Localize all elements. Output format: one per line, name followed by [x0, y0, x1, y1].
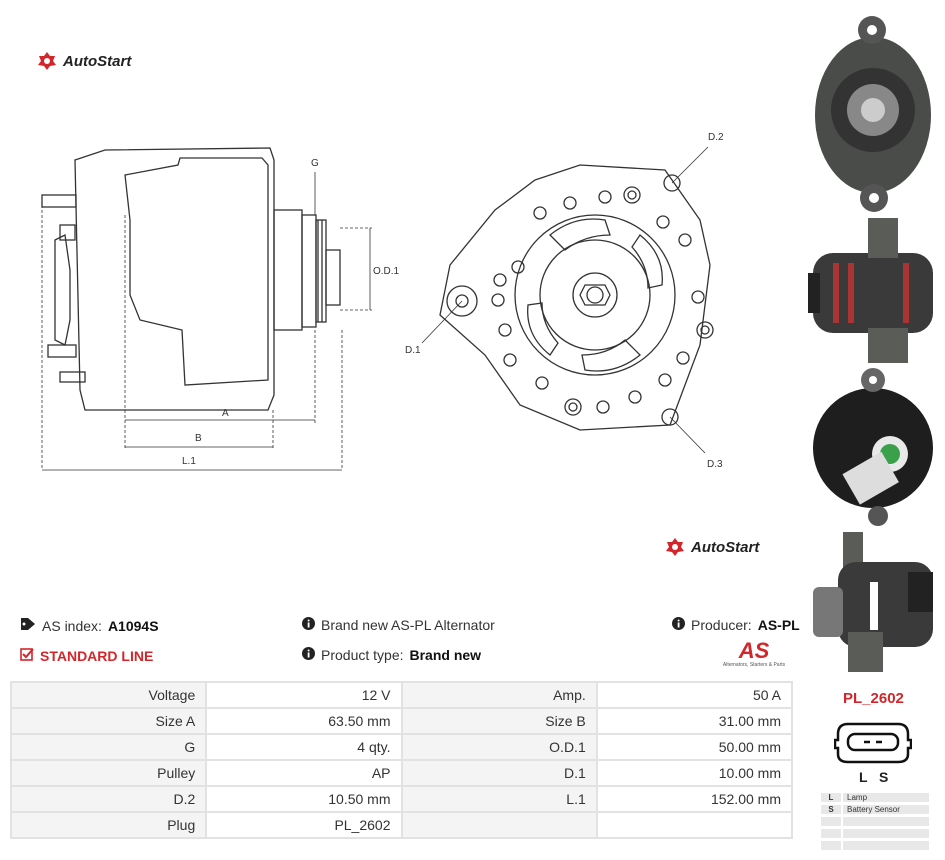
side-view-drawing: G O.D.1 A B L.1 — [41, 147, 400, 471]
product-photo-side — [808, 218, 938, 363]
producer: Producer: AS-PL — [672, 617, 800, 633]
as-pl-logo: AS Alternators, Starters & Parts — [716, 638, 792, 669]
product-photo-front — [812, 10, 934, 215]
label-g: G — [311, 158, 319, 169]
autostart-logo: AutoStart — [37, 51, 131, 71]
product-type-value: Brand new — [409, 647, 482, 663]
spec-value: 50.00 mm — [595, 733, 794, 761]
legend-value: Lamp — [843, 793, 929, 802]
legend-key: S — [821, 805, 841, 814]
spec-label: O.D.1 — [400, 733, 598, 761]
as-pl-logo-text: AS — [738, 638, 770, 663]
spec-value: 12 V — [205, 681, 403, 709]
brand-name: AutoStart — [63, 52, 132, 70]
info-icon — [302, 647, 315, 663]
legend-key — [821, 841, 841, 850]
plug-pins: L S — [859, 769, 889, 785]
spec-label: Voltage — [9, 681, 208, 709]
spec-label: G — [9, 733, 208, 761]
brand-name: AutoStart — [691, 538, 760, 556]
spec-value: 31.00 mm — [595, 707, 794, 735]
product-type: Product type: Brand new — [302, 647, 481, 663]
plug-connector-icon — [833, 720, 913, 771]
check-square-icon — [20, 647, 34, 664]
spec-label: L.1 — [400, 785, 598, 813]
legend-value — [843, 829, 929, 838]
spec-label: D.1 — [400, 759, 598, 787]
product-photo-angle — [808, 532, 938, 672]
spec-label: Plug — [9, 811, 208, 839]
product-photo-rear — [808, 366, 938, 526]
label-l1: L.1 — [182, 456, 196, 467]
label-b: B — [195, 433, 202, 444]
producer-value: AS-PL — [757, 617, 800, 633]
legend-value: Battery Sensor — [843, 805, 929, 814]
label-d1: D.1 — [405, 345, 421, 356]
autostart-logo-icon — [38, 52, 56, 70]
label-d3: D.3 — [707, 459, 723, 470]
legend-row — [821, 841, 929, 850]
spec-label: Amp. — [400, 681, 598, 709]
plug-code: PL_2602 — [843, 690, 904, 707]
description: Brand new AS-PL Alternator — [302, 617, 495, 633]
as-index-label: AS index: — [42, 617, 102, 634]
product-type-label: Product type: — [321, 647, 404, 663]
tag-icon — [20, 617, 36, 634]
as-index-value: A1094S — [107, 617, 159, 634]
spec-label — [400, 811, 598, 839]
legend-row — [821, 829, 929, 838]
spec-value: PL_2602 — [205, 811, 403, 839]
legend-key — [821, 817, 841, 826]
label-a: A — [222, 408, 229, 419]
label-od1: O.D.1 — [373, 266, 400, 277]
spec-label: Size A — [9, 707, 208, 735]
spec-value: 63.50 mm — [205, 707, 403, 735]
as-pl-logo-tagline: Alternators, Starters & Parts — [722, 662, 786, 668]
description-text: Brand new AS-PL Alternator — [321, 617, 495, 633]
spec-value: 10.50 mm — [205, 785, 403, 813]
legend-value — [843, 817, 929, 826]
spec-label: Pulley — [9, 759, 208, 787]
spec-value: AP — [205, 759, 403, 787]
spec-value: 50 A — [595, 681, 794, 709]
standard-line-label: STANDARD LINE — [40, 647, 154, 664]
autostart-logo-icon — [666, 538, 684, 556]
spec-label: Size B — [400, 707, 598, 735]
spec-value: 10.00 mm — [595, 759, 794, 787]
front-view-drawing: D.1 D.2 D.3 — [405, 132, 724, 470]
producer-label: Producer: — [691, 617, 752, 633]
label-d2: D.2 — [708, 132, 724, 143]
spec-value: 152.00 mm — [595, 785, 794, 813]
legend-value — [843, 841, 929, 850]
spec-value — [595, 811, 794, 839]
info-icon — [302, 617, 315, 633]
legend-key — [821, 829, 841, 838]
legend-key: L — [821, 793, 841, 802]
legend-row — [821, 817, 929, 826]
spec-value: 4 qty. — [205, 733, 403, 761]
info-icon — [672, 617, 685, 633]
spec-label: D.2 — [9, 785, 208, 813]
standard-line: STANDARD LINE — [20, 647, 153, 664]
autostart-logo-secondary: AutoStart — [665, 537, 759, 557]
as-index: AS index: A1094S — [20, 617, 159, 634]
